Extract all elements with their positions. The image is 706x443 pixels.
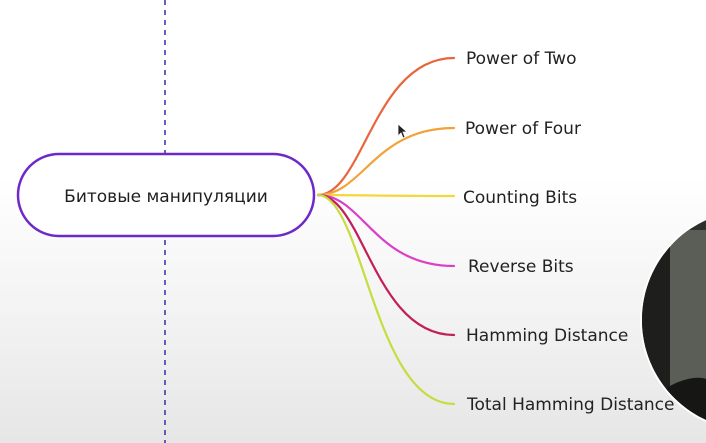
branch-label-hamming-distance[interactable]: Hamming Distance [466, 326, 628, 346]
root-node-label: Битовые манипуляции [64, 187, 268, 207]
branch-line-hamming-distance [316, 193, 456, 337]
branch-line-reverse-bits [316, 193, 456, 268]
root-node[interactable]: Битовые манипуляции [16, 152, 316, 238]
mouse-cursor-icon [397, 123, 409, 139]
root-node-box [16, 152, 316, 238]
branch-label-total-hamming-distance[interactable]: Total Hamming Distance [466, 395, 674, 415]
branch-label-reverse-bits[interactable]: Reverse Bits [468, 257, 574, 277]
branch-labels: Power of Two Power of Four Counting Bits… [463, 49, 674, 415]
branch-label-power-of-two[interactable]: Power of Two [466, 49, 576, 69]
branch-label-counting-bits[interactable]: Counting Bits [463, 188, 577, 208]
branch-line-power-of-four [316, 126, 456, 197]
branch-connectors [316, 56, 456, 406]
branch-label-power-of-four[interactable]: Power of Four [465, 119, 581, 139]
branch-line-total-hamming-distance [316, 193, 456, 406]
branch-line-power-of-two [316, 56, 456, 197]
branch-line-counting-bits [316, 193, 456, 198]
